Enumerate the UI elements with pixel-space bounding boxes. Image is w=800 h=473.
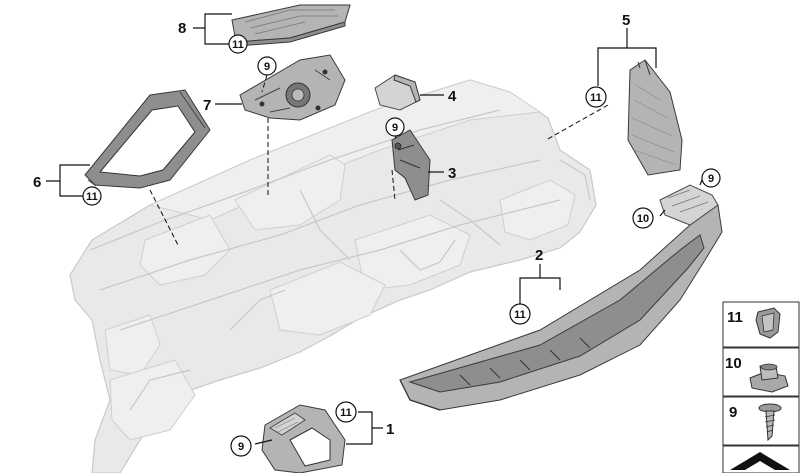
circled-callout-9-part1: 9 <box>230 435 252 457</box>
part-speaker-grille <box>231 4 351 47</box>
callout-3: 3 <box>448 165 456 182</box>
callout-11: 11 <box>232 39 244 51</box>
callout-7: 7 <box>203 97 211 114</box>
callout-4: 4 <box>448 88 457 105</box>
part-side-panel <box>627 59 683 176</box>
callout-2: 2 <box>535 247 543 264</box>
circled-callout-11-part5: 11 <box>585 86 607 108</box>
circled-callout-11-part8: 11 <box>228 34 248 54</box>
callout-11: 11 <box>514 309 526 321</box>
part-bracket <box>239 54 346 121</box>
legend-label-9: 9 <box>729 404 737 421</box>
callout-8: 8 <box>178 20 186 37</box>
clip-icon <box>755 307 781 339</box>
circled-callout-11-part1: 11 <box>335 401 357 423</box>
part-decor-trim <box>399 184 723 411</box>
circled-callout-9-part2: 9 <box>701 168 721 188</box>
dashboard-body <box>69 79 597 473</box>
callout-11: 11 <box>340 407 352 419</box>
leader-lines <box>46 13 703 445</box>
part-holder <box>391 129 431 201</box>
legend-label-11: 11 <box>727 309 743 326</box>
circled-callout-9-part3: 9 <box>385 117 405 137</box>
callout-9: 9 <box>264 61 270 73</box>
callout-1: 1 <box>386 421 394 438</box>
screw-icon <box>758 403 782 442</box>
circled-callout-9-part7: 9 <box>257 56 277 76</box>
callout-10: 10 <box>637 213 649 225</box>
fastener-legend: 11 10 9 <box>722 301 800 473</box>
nut-icon <box>749 363 789 393</box>
circled-callout-11-part6: 11 <box>82 186 102 206</box>
callout-6: 6 <box>33 174 41 191</box>
legend-item-clip: 11 <box>722 301 800 348</box>
part-lower-trim <box>261 404 346 473</box>
legend-label-10: 10 <box>725 355 742 372</box>
circled-callout-11-part2: 11 <box>509 303 531 325</box>
part-cluster-frame <box>84 89 211 189</box>
arrow-icon <box>730 452 790 470</box>
legend-item-nut: 10 <box>722 347 800 397</box>
callout-9: 9 <box>392 122 398 134</box>
callout-9: 9 <box>238 441 244 453</box>
callout-9: 9 <box>708 173 714 185</box>
part-small-cover <box>374 74 421 111</box>
callout-11: 11 <box>86 191 98 203</box>
legend-item-arrow <box>722 445 800 473</box>
callout-5: 5 <box>622 12 630 29</box>
callout-11: 11 <box>590 92 602 104</box>
legend-item-screw: 9 <box>722 396 800 446</box>
circled-callout-10-part2: 10 <box>632 207 654 229</box>
